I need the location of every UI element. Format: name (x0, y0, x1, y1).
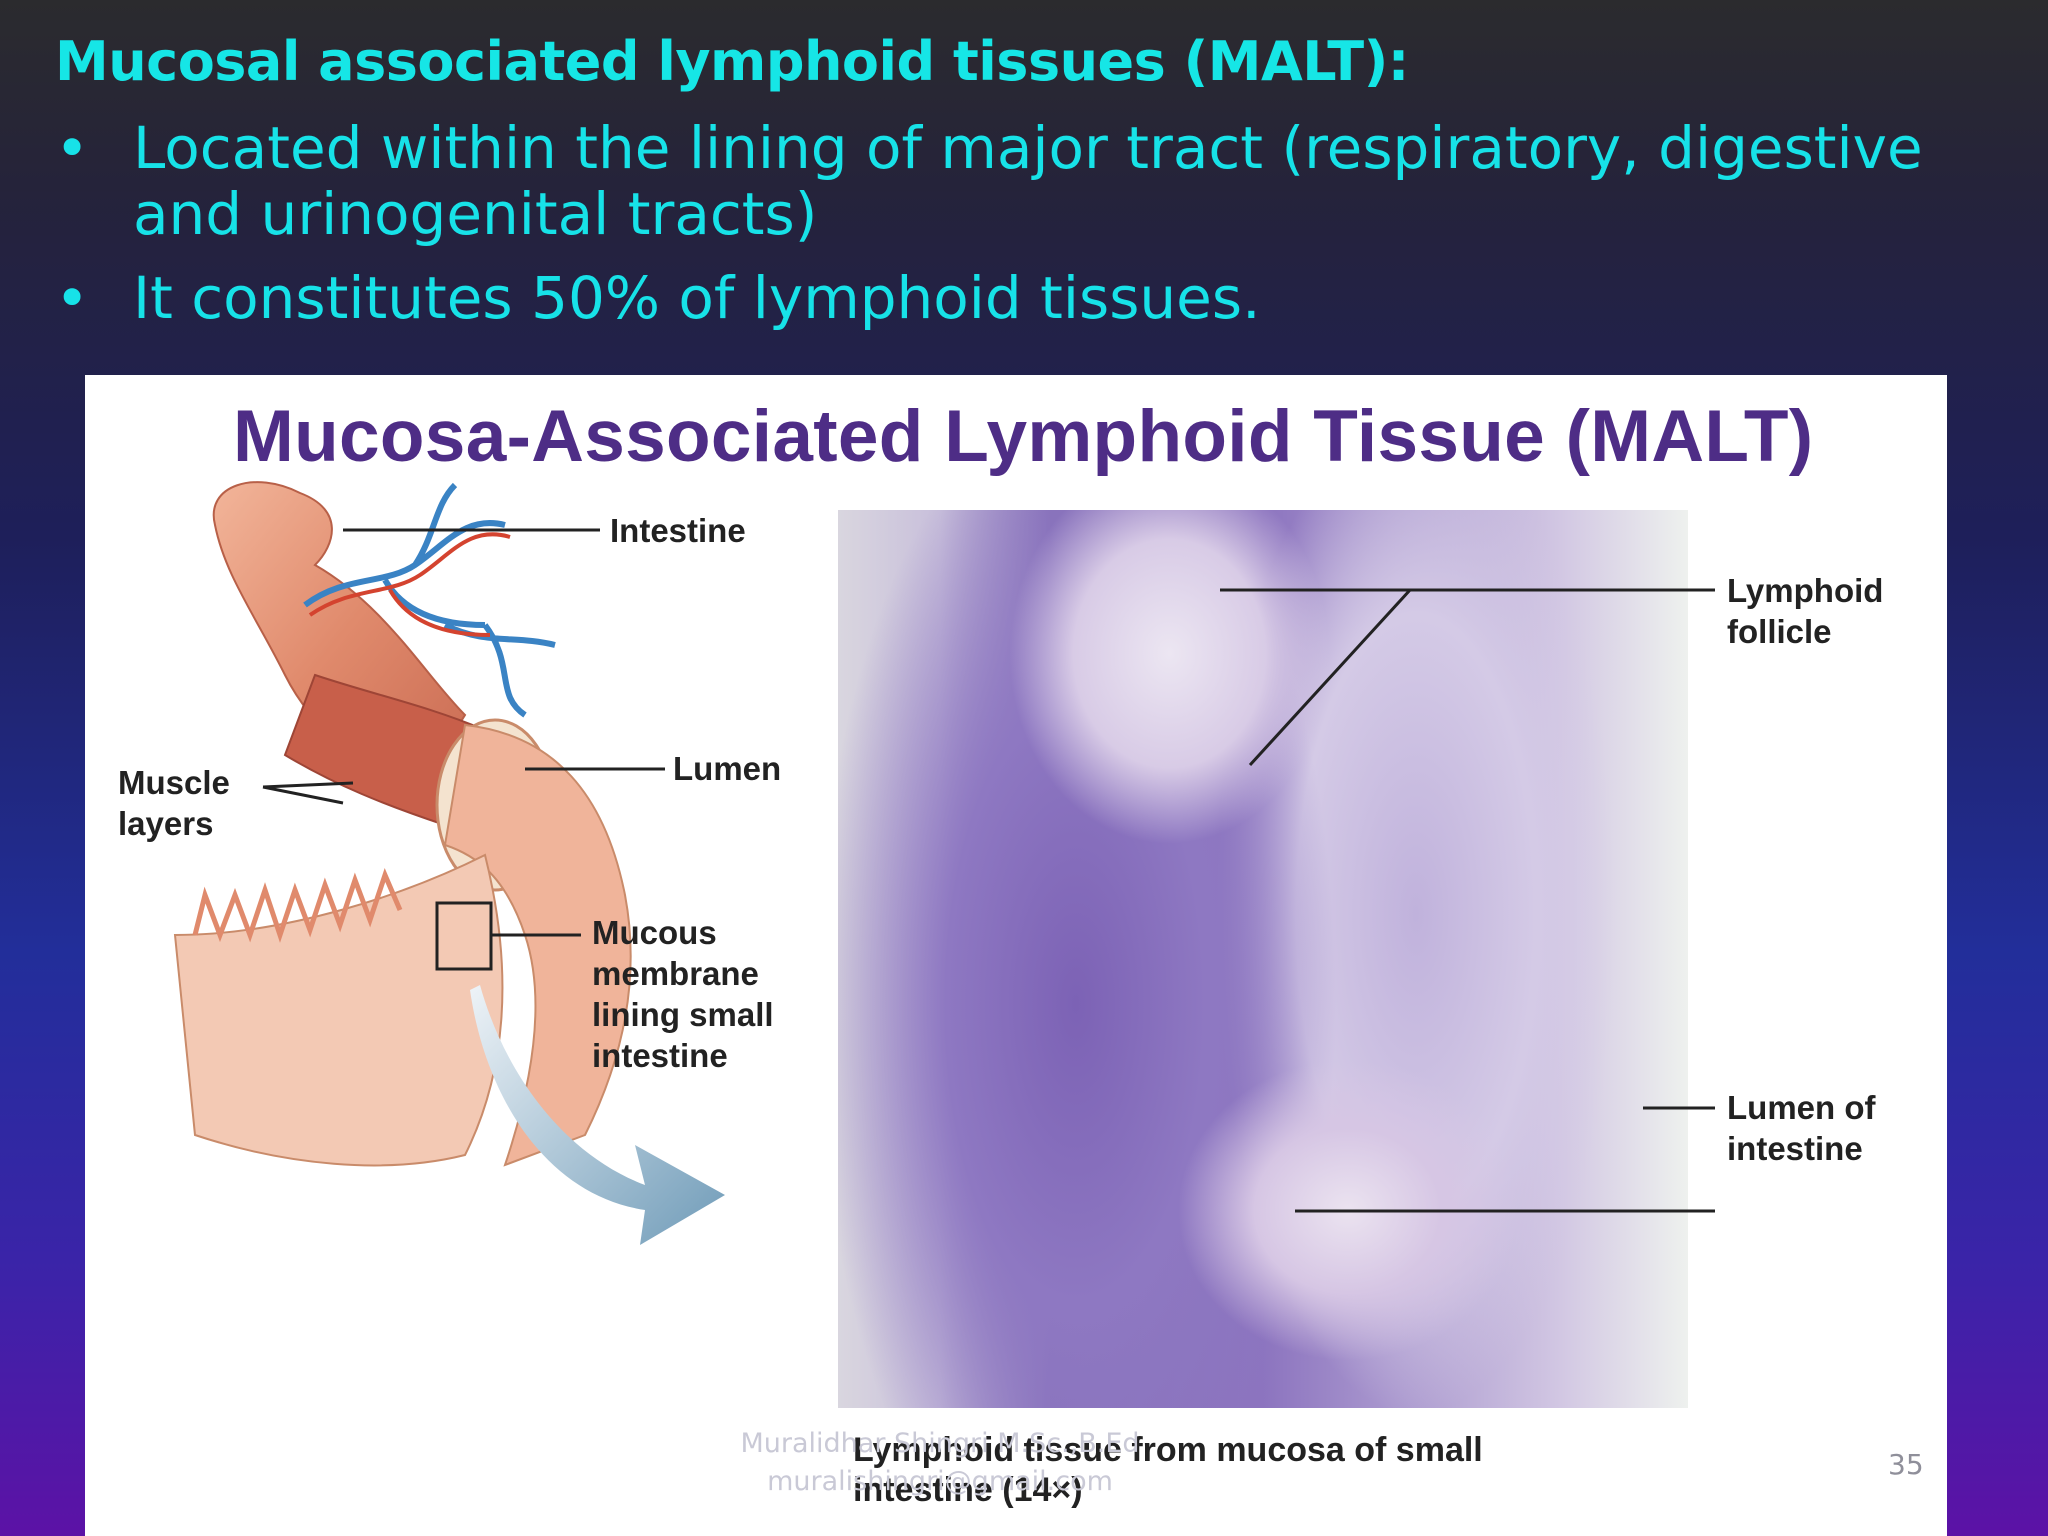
bullet-marker: • (55, 114, 90, 182)
villi (192, 867, 403, 943)
bullet-text: Located within the lining of major tract… (133, 114, 1923, 248)
footer-email: muralishingri@gmail.com (767, 1466, 1113, 1497)
leader-muscle-2 (262, 785, 344, 805)
bullet-item: • It constitutes 50% of lymphoid tissues… (55, 265, 2015, 331)
micrograph-image (838, 510, 1688, 1408)
bullet-marker: • (55, 264, 90, 332)
bullet-text: It constitutes 50% of lymphoid tissues. (133, 264, 1261, 332)
malt-figure: Mucosa-Associated Lymphoid Tissue (MALT) (85, 375, 1947, 1536)
label-muscle-layers: Muscle layers (118, 764, 230, 842)
page-number: 35 (1888, 1448, 1924, 1481)
micrograph-leaders (1220, 588, 1715, 1213)
blood-vessel-red (308, 532, 511, 637)
intestine-tube (443, 723, 632, 1167)
intestine-illustration (173, 481, 725, 1245)
bullet-item: • Located within the lining of major tra… (55, 115, 2015, 247)
figure-title: Mucosa-Associated Lymphoid Tissue (MALT) (233, 396, 1814, 477)
footer-credit: Muralidhar Shingri M.Sc.,B.Ed muralishin… (700, 1425, 1180, 1501)
label-lumen: Lumen (673, 750, 782, 787)
bullet-list: • Located within the lining of major tra… (55, 115, 2015, 349)
footer-author: Muralidhar Shingri M.Sc.,B.Ed (740, 1428, 1140, 1459)
slide-title: Mucosal associated lymphoid tissues (MAL… (55, 30, 1409, 93)
label-intestine: Intestine (610, 512, 746, 549)
zoom-arrow (470, 985, 725, 1245)
blood-vessel (303, 482, 556, 718)
label-lymphoid-follicle: Lymphoid follicle (1727, 572, 1884, 650)
label-mucous-membrane: Mucous membrane lining small intestine (592, 914, 774, 1074)
leader-muscle-1 (262, 781, 354, 789)
label-lumen-of-intestine: Lumen of intestine (1727, 1089, 1876, 1167)
figure-caption: Lymphoid tissue from mucosa of small int… (853, 1431, 1483, 1509)
